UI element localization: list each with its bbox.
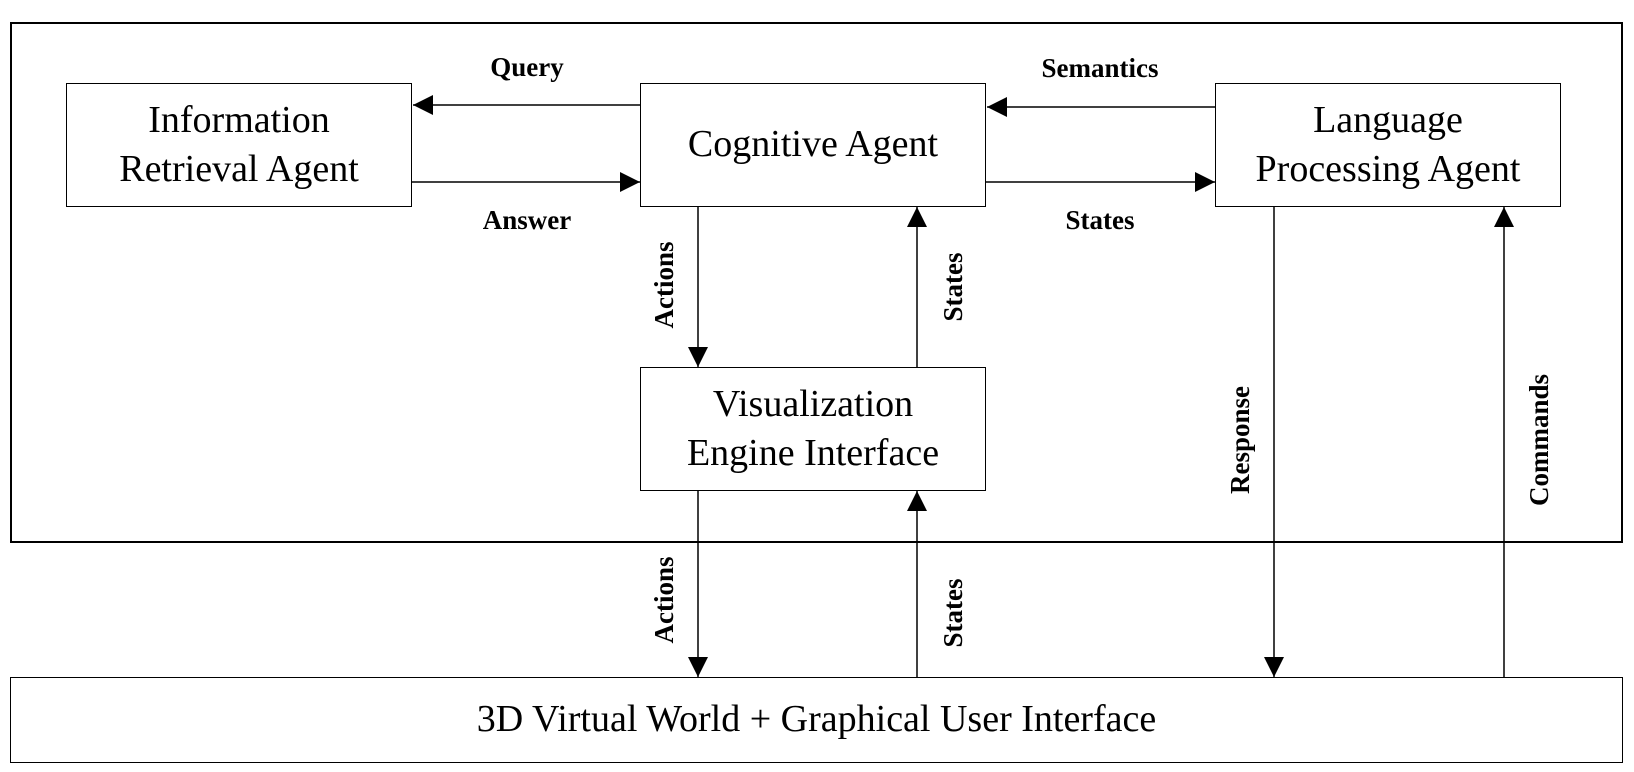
language-processing-agent-label-line1: Language	[1313, 98, 1463, 141]
information-retrieval-agent-label-line1: Information	[148, 98, 330, 141]
visualization-engine-interface-label-line1: Visualization	[712, 382, 914, 425]
agent-system-frame	[10, 22, 1623, 543]
visualization-engine-interface-box: Visualization Engine Interface	[640, 367, 986, 491]
information-retrieval-agent-label-line2: Retrieval Agent	[119, 148, 359, 190]
actions-viz-to-world-label: Actions	[649, 557, 679, 644]
information-retrieval-agent-box: Information Retrieval Agent	[66, 83, 412, 207]
cognitive-agent-label: Cognitive Agent	[687, 123, 939, 166]
language-processing-agent-label-line2: Processing Agent	[1255, 148, 1521, 190]
virtual-world-gui-box: 3D Virtual World + Graphical User Interf…	[10, 677, 1623, 763]
cognitive-agent-box: Cognitive Agent	[640, 83, 986, 207]
visualization-engine-interface-label-line2: Engine Interface	[686, 432, 940, 474]
states-world-to-viz-label: States	[938, 579, 968, 648]
language-processing-agent-box: Language Processing Agent	[1215, 83, 1561, 207]
virtual-world-gui-label: 3D Virtual World + Graphical User Interf…	[476, 698, 1157, 741]
